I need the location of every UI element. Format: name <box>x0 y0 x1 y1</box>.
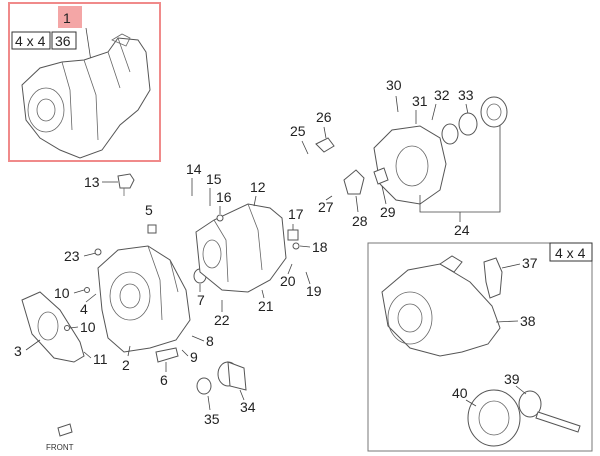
bracket-6[interactable] <box>155 347 179 363</box>
callout-16[interactable]: 16 <box>216 189 232 205</box>
callout-21[interactable]: 21 <box>258 298 274 314</box>
callout-34[interactable]: 34 <box>240 399 256 415</box>
shaft-39[interactable] <box>518 390 581 433</box>
highlighted-part-frame[interactable] <box>8 2 161 162</box>
switch-17[interactable] <box>287 229 299 241</box>
callout-29[interactable]: 29 <box>380 204 396 220</box>
callout-14[interactable]: 14 <box>186 161 202 177</box>
sensor-13[interactable] <box>117 173 135 196</box>
callout-9[interactable]: 9 <box>190 349 198 365</box>
callout-35[interactable]: 35 <box>204 411 220 427</box>
callout-31[interactable]: 31 <box>412 93 428 109</box>
bearing-32-33[interactable] <box>441 96 508 145</box>
callout-7[interactable]: 7 <box>197 292 205 308</box>
variant-tag-4x4-top-label: 4 x 4 <box>15 33 46 49</box>
callout-38[interactable]: 38 <box>520 313 536 329</box>
clutch-housing-2[interactable] <box>97 245 191 353</box>
callout-8[interactable]: 8 <box>206 333 214 349</box>
bracket-37[interactable] <box>483 257 503 299</box>
variant-tag-4x4-right <box>549 242 593 262</box>
front-label: FRONT <box>46 443 74 452</box>
gear-34[interactable] <box>217 361 247 391</box>
callout-36[interactable]: 36 <box>55 33 71 49</box>
cover-plate-3[interactable] <box>21 291 85 363</box>
variant-tag-4x4-top <box>11 31 51 50</box>
callout-27[interactable]: 27 <box>318 199 334 215</box>
callout-13[interactable]: 13 <box>84 174 100 190</box>
plate-28[interactable] <box>343 169 365 195</box>
transfer-cover-24[interactable] <box>373 125 447 205</box>
callout-3[interactable]: 3 <box>14 343 22 359</box>
callout-40[interactable]: 40 <box>452 385 468 401</box>
callout-28[interactable]: 28 <box>352 213 368 229</box>
plug-5[interactable] <box>147 224 157 234</box>
transfer-case-frame <box>367 242 593 452</box>
callout-12[interactable]: 12 <box>250 179 266 195</box>
callout-20[interactable]: 20 <box>280 273 296 289</box>
bolt-10-lower[interactable] <box>64 325 70 331</box>
gearbox-case-12[interactable] <box>195 203 287 293</box>
callout-6[interactable]: 6 <box>160 372 168 388</box>
callout-22[interactable]: 22 <box>214 312 230 328</box>
callout-32[interactable]: 32 <box>434 87 450 103</box>
bolt-23[interactable] <box>94 248 102 256</box>
bracket-26[interactable] <box>315 137 335 153</box>
callout-30[interactable]: 30 <box>386 77 402 93</box>
callout-39[interactable]: 39 <box>504 371 520 387</box>
callout-37[interactable]: 37 <box>522 255 538 271</box>
callout-15[interactable]: 15 <box>206 171 222 187</box>
callout-1[interactable]: 1 <box>63 10 71 26</box>
part-1-highlight <box>58 6 82 28</box>
washer-16[interactable] <box>216 214 224 222</box>
callout-36-box <box>51 31 77 50</box>
bolt-10-upper[interactable] <box>84 287 90 293</box>
gear-40[interactable] <box>467 389 521 447</box>
breather-29[interactable] <box>373 167 389 185</box>
transfer-case-38[interactable] <box>381 255 501 357</box>
variant-tag-4x4-right-label: 4 x 4 <box>555 245 586 261</box>
callout-11[interactable]: 11 <box>93 351 108 367</box>
callout-18[interactable]: 18 <box>312 239 328 255</box>
callout-26[interactable]: 26 <box>316 109 332 125</box>
callout-25[interactable]: 25 <box>290 123 306 139</box>
callout-24[interactable]: 24 <box>454 222 470 238</box>
callout-23[interactable]: 23 <box>64 248 80 264</box>
plug-18[interactable] <box>292 242 300 250</box>
washer-35[interactable] <box>196 377 212 395</box>
callout-19[interactable]: 19 <box>306 283 322 299</box>
callout-10b[interactable]: 10 <box>80 319 96 335</box>
callout-5[interactable]: 5 <box>145 202 153 218</box>
callout-17[interactable]: 17 <box>288 206 304 222</box>
callout-2[interactable]: 2 <box>122 357 130 373</box>
transmission-case-1[interactable] <box>21 33 151 159</box>
front-arrow-icon <box>57 423 73 437</box>
callout-33[interactable]: 33 <box>458 87 474 103</box>
callout-4[interactable]: 4 <box>80 301 88 317</box>
callout-10a[interactable]: 10 <box>54 285 70 301</box>
